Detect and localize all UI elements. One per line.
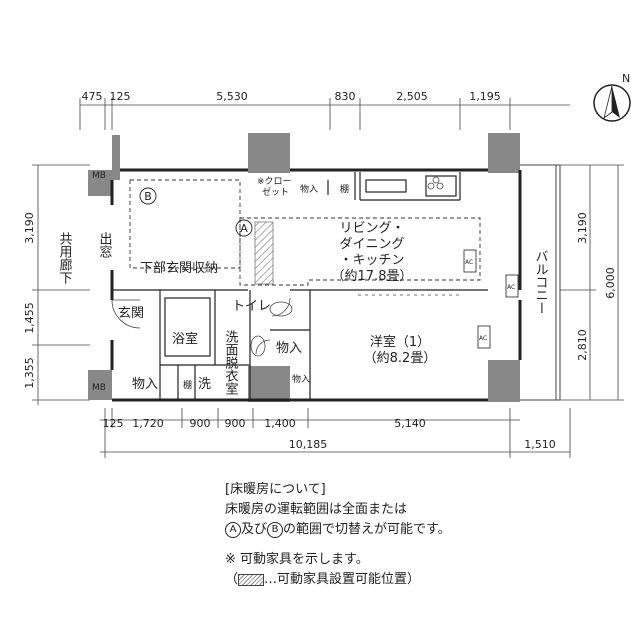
notes-title: [床暖房について] <box>225 482 326 497</box>
walls <box>88 133 561 402</box>
floor-heating-zones <box>129 179 481 286</box>
washer-label: 洗 <box>198 377 211 392</box>
storage-kitchen-label: 物入 <box>300 183 318 195</box>
dim-bottom-3: 900 <box>190 417 211 430</box>
closet-label-2: ゼット <box>262 186 289 198</box>
legend-open-paren: （ <box>225 572 239 587</box>
dim-left-1: 3,190 <box>23 212 36 244</box>
north-label: N <box>622 72 630 85</box>
hatch-swatch-icon <box>238 573 265 586</box>
dim-balcony-bottom: 1,510 <box>524 438 556 451</box>
movable-furniture-hatch <box>254 221 274 285</box>
legend-text: …可動家具設置可能位置） <box>264 572 421 587</box>
ldk-line-2: ダイニング <box>339 237 404 252</box>
dim-bottom-2: 1,720 <box>132 417 164 430</box>
dim-top-4: 830 <box>335 90 356 103</box>
dim-right-total: 6,000 <box>604 267 617 299</box>
dim-top-3: 5,530 <box>216 90 248 103</box>
dim-left-3: 1,355 <box>23 357 36 389</box>
zone-a-badge: A <box>225 521 241 538</box>
ac-units <box>463 249 519 349</box>
dim-left-2: 1,455 <box>23 302 36 334</box>
ldk-line-1: リビング・ <box>339 221 404 236</box>
ac-label-3: AC <box>479 335 487 342</box>
furniture-legend: （ …可動家具設置可能位置） <box>225 570 451 590</box>
notes-join: 及び <box>241 522 268 537</box>
zone-a-marker: A <box>240 222 248 235</box>
shoe-storage-label: 下部玄関収納 <box>140 261 218 276</box>
bath-label: 浴室 <box>172 331 198 347</box>
north-arrow: N <box>593 72 631 122</box>
zone-b-badge: B <box>267 521 284 538</box>
closet-label-1: ※クロー <box>257 176 292 187</box>
dim-right-2: 2,810 <box>576 329 589 361</box>
notes-line-2-rest: の範囲で切替えが可能です。 <box>283 522 451 537</box>
bay-window-label: 出窓 <box>97 232 113 258</box>
western-room-line-1: 洋室（1） <box>370 334 430 350</box>
zone-markers: B A <box>139 187 253 237</box>
washroom-label: 洗面脱衣室 <box>223 330 239 395</box>
dimension-labels: 475 125 5,530 830 2,505 1,195 125 1,720 … <box>23 90 617 451</box>
storage-entrance-label: 物入 <box>132 377 158 392</box>
corridor-label: 共用廊下 <box>57 232 73 284</box>
balcony-label: バルコニー <box>533 250 549 315</box>
ac-label-1: AC <box>465 259 473 266</box>
ac-label-2: AC <box>507 284 515 291</box>
toilet-label: トイレ <box>232 299 271 314</box>
dim-top-6: 1,195 <box>469 90 501 103</box>
mb-bottom-label: MB <box>92 383 106 393</box>
ldk-line-4: （約17.8畳） <box>332 269 413 284</box>
notes-line-1: 床暖房の運転範囲は全面または <box>225 502 408 517</box>
entrance-label: 玄関 <box>118 306 144 321</box>
movable-furniture-note: ※ 可動家具を示します。 <box>225 552 369 567</box>
dim-bottom-6: 5,140 <box>394 417 426 430</box>
dim-right-1: 3,190 <box>576 212 589 244</box>
dim-bottom-5: 1,400 <box>264 417 296 430</box>
dim-top-2: 125 <box>110 90 131 103</box>
dim-bottom-4: 900 <box>225 417 246 430</box>
floor-plan: 475 125 5,530 830 2,505 1,195 125 1,720 … <box>23 72 631 458</box>
dim-bottom-1: 125 <box>103 417 124 430</box>
storage-washroom-label: 物入 <box>276 341 302 356</box>
dim-top-1: 475 <box>82 90 103 103</box>
ldk-line-3: ・キッチン <box>339 253 404 268</box>
dimension-lines <box>32 98 624 458</box>
mb-top-label: MB <box>92 171 106 181</box>
dim-total-bottom: 10,185 <box>289 438 328 451</box>
door-arcs <box>111 176 460 357</box>
shelf-kitchen-label: 棚 <box>340 183 349 195</box>
storage-small-label: 物入 <box>292 373 310 385</box>
room-labels: リビング・ ダイニング ・キッチン （約17.8畳） 洋室（1） （約8.2畳）… <box>57 171 549 395</box>
western-room-line-2: （約8.2畳） <box>364 351 437 366</box>
zone-b-marker: B <box>144 190 152 203</box>
shelf-entrance-label: 棚 <box>183 379 192 391</box>
dim-top-5: 2,505 <box>396 90 428 103</box>
